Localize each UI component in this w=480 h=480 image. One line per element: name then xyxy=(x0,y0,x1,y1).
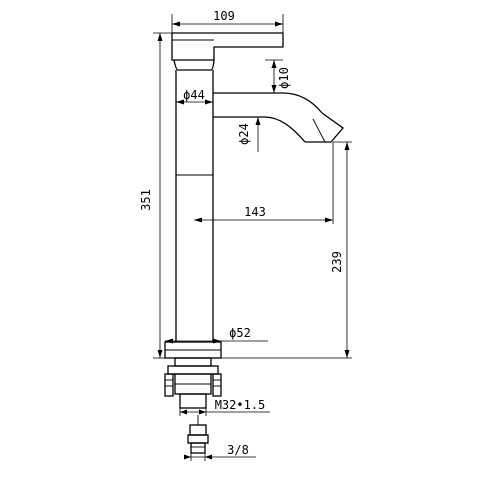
label-overall-width: 109 xyxy=(213,9,235,23)
dim-body-dia: ϕ44 xyxy=(176,88,213,105)
dim-reach: 143 xyxy=(194,142,334,224)
dim-overall-width: 109 xyxy=(171,9,284,33)
label-thread: M32•1.5 xyxy=(215,398,266,412)
dim-spout-height: 239 xyxy=(221,141,352,359)
label-body-dia: ϕ44 xyxy=(183,88,205,102)
label-spout-tip-dia: ϕ10 xyxy=(277,67,291,89)
dim-total-height: 351 xyxy=(139,32,172,359)
label-spout-height: 239 xyxy=(330,251,344,273)
faucet-body xyxy=(164,32,284,359)
dim-base-dia: ϕ52 xyxy=(165,326,268,344)
label-reach: 143 xyxy=(244,205,266,219)
label-hose-thread: 3/8 xyxy=(227,443,249,457)
mounting-hardware xyxy=(164,357,222,409)
label-spout-dia: ϕ24 xyxy=(237,123,251,145)
label-base-dia: ϕ52 xyxy=(229,326,251,340)
hose-connector xyxy=(187,415,209,454)
dim-spout-dia: ϕ24 xyxy=(237,117,261,152)
label-total-height: 351 xyxy=(139,189,153,211)
faucet-spout xyxy=(213,92,344,143)
dim-hose-thread: 3/8 xyxy=(184,443,256,461)
dim-spout-tip: ϕ10 xyxy=(265,59,291,94)
dim-thread: M32•1.5 xyxy=(179,398,270,416)
